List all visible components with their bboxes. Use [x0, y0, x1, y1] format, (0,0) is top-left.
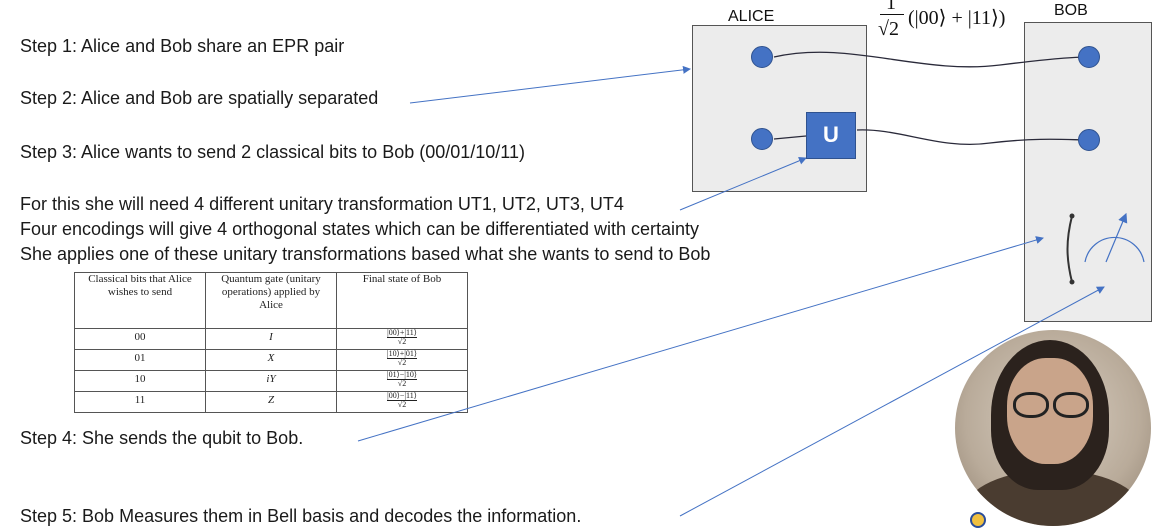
- table-row: 10 iY |01⟩−|10⟩√2: [74, 370, 468, 392]
- meter-dial-icon: [1084, 236, 1145, 263]
- state-numerator: |00⟩+|11⟩: [387, 328, 417, 338]
- bob-qubit-top: [1078, 46, 1100, 68]
- state-denominator: √2: [397, 337, 407, 346]
- presenter-glasses: [1013, 392, 1089, 418]
- meter-needle: [1105, 212, 1128, 263]
- state-denominator: √2: [397, 379, 407, 388]
- arrow-step4: [357, 236, 1044, 442]
- table-row: 00 I |00⟩+|11⟩√2: [74, 328, 468, 350]
- state-numerator: |00⟩−|11⟩: [387, 391, 417, 401]
- table-header-row: Classical bits that Alice wishes to send…: [74, 272, 468, 329]
- meter-bracket: [1066, 215, 1073, 283]
- fraction-bar: [880, 14, 904, 15]
- state-denominator: √2: [397, 358, 407, 367]
- alice-label: ALICE: [728, 8, 775, 25]
- cell-state: |00⟩−|11⟩√2: [336, 391, 468, 413]
- alice-qubit-top: [751, 46, 773, 68]
- state-numerator: |01⟩−|10⟩: [387, 370, 417, 380]
- epr-fraction-numerator: 1: [886, 0, 896, 14]
- table-row: 01 X |10⟩+|01⟩√2: [74, 349, 468, 371]
- bob-box: [1024, 22, 1152, 322]
- bob-label: BOB: [1054, 2, 1088, 19]
- encoding-table: Classical bits that Alice wishes to send…: [74, 272, 468, 413]
- table-row: 11 Z |00⟩−|11⟩√2: [74, 391, 468, 413]
- epr-wire-top: [773, 51, 1089, 68]
- meter-dot-bottom: [1069, 279, 1075, 285]
- state-denominator: √2: [397, 400, 407, 409]
- epr-wire-bottom: [856, 129, 1089, 145]
- wire-to-gate: [773, 135, 807, 140]
- explanation-line-1: For this she will need 4 different unita…: [20, 194, 624, 214]
- step-4-text: Step 4: She sends the qubit to Bob.: [20, 428, 304, 448]
- epr-ket-expression: (|00⟩ + |11⟩): [908, 7, 1006, 29]
- state-numerator: |10⟩+|01⟩: [387, 349, 417, 359]
- step-3-text: Step 3: Alice wants to send 2 classical …: [20, 142, 525, 162]
- arrow-ut4: [679, 156, 807, 211]
- meter-dot-top: [1069, 213, 1075, 219]
- presenter-webcam: [955, 330, 1151, 526]
- explanation-line-3: She applies one of these unitary transfo…: [20, 244, 711, 264]
- bob-qubit-bottom: [1078, 129, 1100, 151]
- epr-fraction-denominator: √2: [878, 18, 899, 40]
- header-final-state: Final state of Bob: [336, 272, 468, 329]
- step-1-text: Step 1: Alice and Bob share an EPR pair: [20, 36, 345, 56]
- unitary-gate: U: [806, 112, 856, 159]
- arrow-step2: [409, 65, 691, 104]
- explanation-line-2: Four encodings will give 4 orthogonal st…: [20, 219, 700, 239]
- step-5-text: Step 5: Bob Measures them in Bell basis …: [20, 506, 582, 526]
- institute-logo-icon: [970, 512, 986, 528]
- step-2-text: Step 2: Alice and Bob are spatially sepa…: [20, 88, 379, 108]
- arrow-step5: [679, 286, 1105, 517]
- alice-qubit-bottom: [751, 128, 773, 150]
